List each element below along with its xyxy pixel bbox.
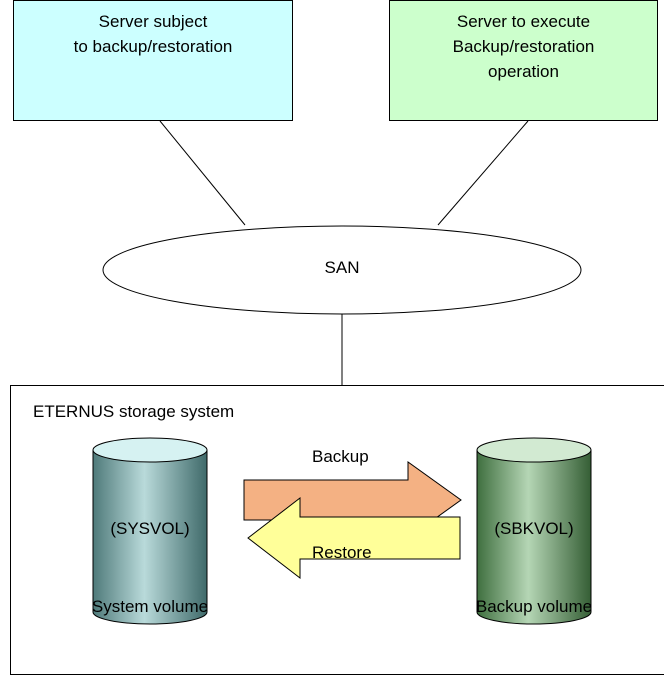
san-label: SAN bbox=[324, 258, 360, 277]
connector-backup-server-to-san bbox=[159, 120, 246, 226]
server-executor-box: Server to execute Backup/restoration ope… bbox=[389, 0, 658, 121]
server-backup-target-box: Server subject to backup/restoration bbox=[13, 0, 293, 121]
system-volume-caption: System volume bbox=[91, 597, 209, 616]
backup-volume-id: (SBKVOL) bbox=[494, 519, 574, 538]
restore-arrow bbox=[247, 496, 461, 580]
system-volume-cylinder bbox=[92, 437, 208, 625]
server-executor-line-1: Server to execute bbox=[456, 12, 591, 31]
backup-volume-cylinder bbox=[476, 437, 592, 625]
system-volume-id: (SYSVOL) bbox=[110, 519, 190, 538]
server-backup-target-line-2: to backup/restoration bbox=[73, 37, 233, 56]
connector-exec-server-to-san bbox=[437, 120, 529, 226]
storage-system-title: ETERNUS storage system bbox=[33, 402, 235, 421]
restore-arrow-label: Restore bbox=[312, 543, 372, 562]
backup-volume-caption: Backup volume bbox=[475, 597, 593, 616]
server-backup-target-line-1: Server subject bbox=[98, 12, 208, 31]
server-executor-line-2: Backup/restoration bbox=[452, 37, 595, 56]
server-executor-line-3: operation bbox=[488, 62, 559, 81]
backup-arrow-label: Backup bbox=[312, 447, 369, 466]
